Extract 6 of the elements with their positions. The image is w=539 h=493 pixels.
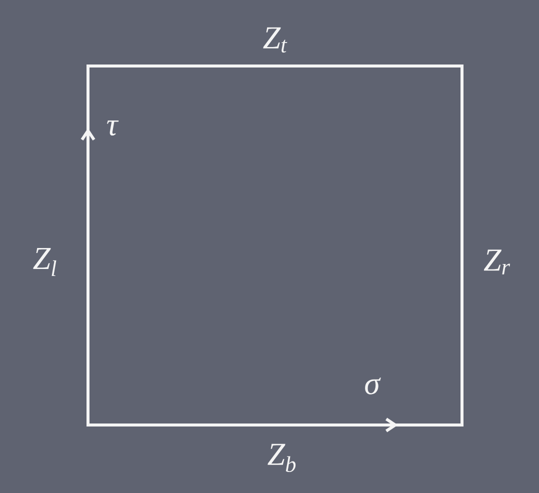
axis-label: Z$_{t}$: [263, 27, 288, 53]
axis-label: σ: [365, 378, 381, 394]
axis-label: Z$_{r}$: [484, 250, 510, 274]
axis-label: τ: [106, 120, 119, 136]
axis-label: Z$_{b}$: [268, 444, 296, 472]
axis-label: Z$_{l}$: [33, 248, 56, 276]
